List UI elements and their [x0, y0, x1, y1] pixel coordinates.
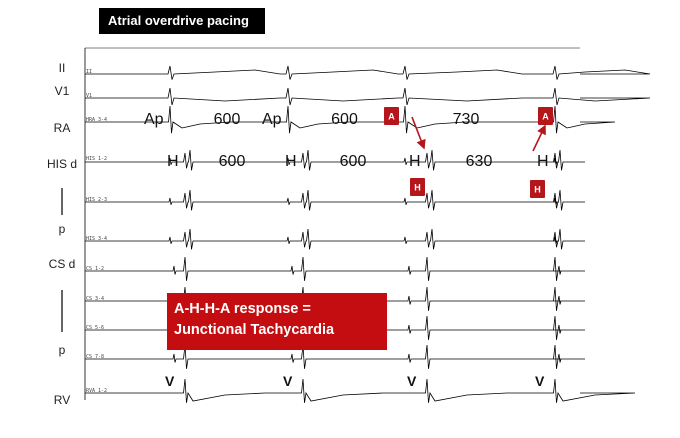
callout-line2: Junctional Tachycardia [174, 322, 335, 338]
h-label: H [285, 153, 297, 170]
h-interval-label: 630 [466, 153, 493, 170]
h-label: H [167, 153, 179, 170]
v-label: V [283, 373, 293, 389]
channel-label-cs-7-8: CS 7-8 [86, 354, 104, 360]
v-label: V [407, 373, 417, 389]
trace-ii [85, 65, 651, 80]
a-interval-label: 600 [331, 111, 358, 128]
a-interval-label: 730 [453, 111, 480, 128]
his-marker-1: H [410, 178, 425, 196]
trace-group [85, 65, 651, 403]
channel-label-his-3-4: HIS 3-4 [86, 236, 107, 242]
trace-cs-1-2 [85, 256, 585, 281]
channel-label-v1: V1 [86, 93, 92, 99]
channel-label-his-1-2: HIS 1-2 [86, 156, 107, 162]
trace-cs-7-8 [85, 344, 585, 369]
channel-label-cs-5-6: CS 5-6 [86, 325, 104, 331]
trace-his-1-2 [85, 149, 585, 171]
tracing-frame [84, 47, 580, 400]
trace-his-2-3 [85, 189, 585, 211]
lead-CS-d: CS d [49, 257, 76, 271]
channel-label-his-2-3: HIS 2-3 [86, 197, 107, 203]
atrial-marker-2-text: A [542, 112, 549, 122]
his-marker-1-box [410, 178, 425, 196]
atrial-marker-1-text: A [388, 112, 395, 122]
trace-v1 [85, 87, 651, 106]
v-label: V [165, 373, 175, 389]
h-label: H [409, 153, 421, 170]
callout-line1: A-H-H-A response = [174, 301, 311, 317]
his-marker-2: H [530, 180, 545, 198]
atrial-marker-1: A [384, 107, 399, 125]
channel-label-cs-1-2: CS 1-2 [86, 266, 104, 272]
lead-RA: RA [54, 121, 71, 135]
h-interval-label: 600 [340, 153, 367, 170]
arrow-his-1 [411, 116, 426, 150]
lead-RV: RV [54, 393, 70, 407]
lead-II: II [59, 61, 66, 75]
lead-V1: V1 [55, 84, 70, 98]
lead-HIS-d: HIS d [47, 157, 77, 171]
figure-title: Atrial overdrive pacing [99, 8, 265, 34]
his-marker-2-text: H [534, 185, 541, 195]
atrial-marker-2: A [538, 107, 553, 125]
his-marker-2-box [530, 180, 545, 198]
atrial-marker-1-box [384, 107, 399, 125]
channel-label-hra-3-4: HRA 3-4 [86, 117, 107, 123]
v-label: V [535, 373, 545, 389]
a-interval-label: 600 [214, 111, 241, 128]
h-interval-label: 600 [219, 153, 246, 170]
ap-label: Ap [144, 111, 164, 128]
channel-label-rva-1-2: RVA 1-2 [86, 388, 107, 394]
callout-box: A-H-H-A response = Junctional Tachycardi… [167, 293, 387, 350]
arrow-atrial-2 [532, 124, 546, 152]
his-marker-1-text: H [414, 183, 421, 193]
channel-label-cs-3-4: CS 3-4 [86, 296, 104, 302]
ap-label: Ap [262, 111, 282, 128]
lead-p-his: p [59, 222, 66, 236]
trace-his-3-4 [85, 228, 585, 250]
trace-rva-1-2 [85, 378, 636, 403]
h-label: H [537, 153, 549, 170]
marker-group: A A H H [384, 107, 553, 198]
trace-hra-3-4 [85, 105, 616, 134]
lead-p-cs: p [59, 343, 66, 357]
atrial-marker-2-box [538, 107, 553, 125]
channel-label-ii: II [86, 69, 92, 75]
